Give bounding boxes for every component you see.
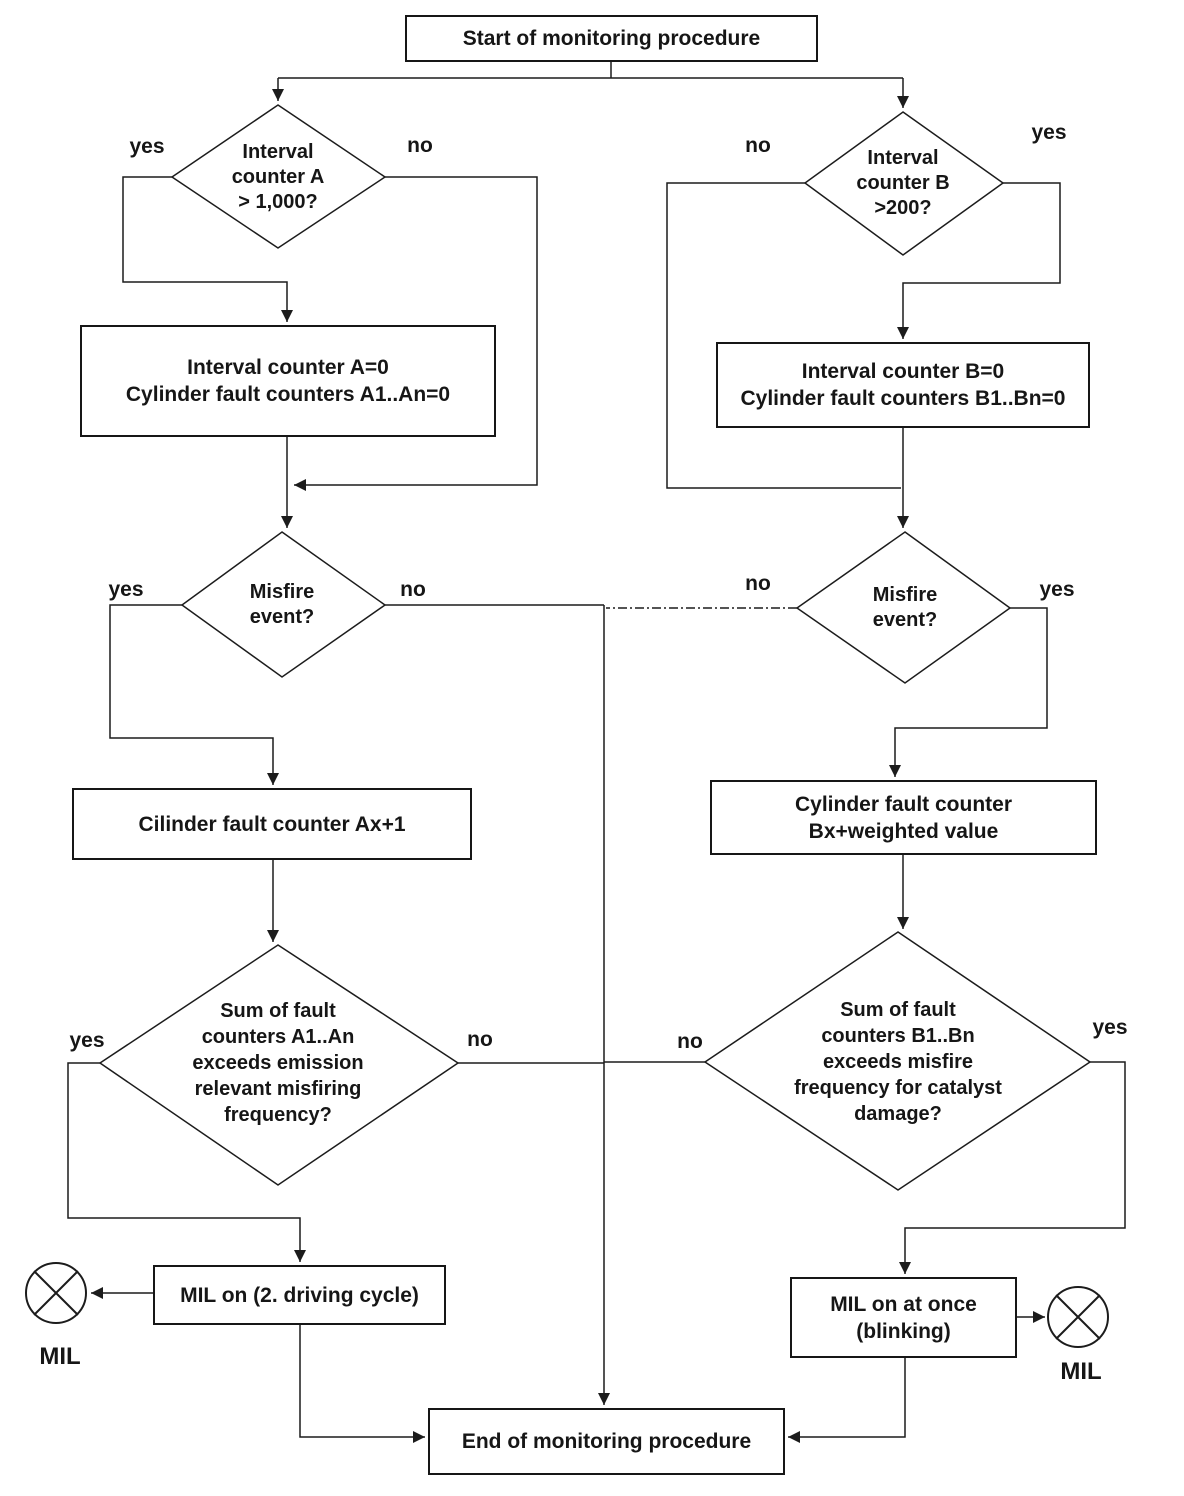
- sum-b-no-label: no: [677, 1030, 703, 1053]
- misfire-event-a-diamond: [180, 531, 387, 678]
- edge-misfire-b-yes: [889, 607, 1048, 777]
- sum-fault-b-text: Sum of fault counters B1..Bn exceeds mis…: [794, 999, 1002, 1125]
- interval-a-yes-label: yes: [129, 135, 165, 158]
- edge-mil-a-end: [299, 1325, 425, 1443]
- edge-mil-b-end: [788, 1358, 906, 1443]
- interval-b-no-label: no: [745, 134, 771, 157]
- sum-a-no-label: no: [467, 1028, 493, 1051]
- interval-counter-b-diamond: [803, 111, 1005, 256]
- sum-b-yes-label: yes: [1092, 1016, 1128, 1039]
- edge-interval-b-no: [666, 182, 901, 489]
- mil-lamp-a-label: MIL: [39, 1343, 81, 1370]
- interval-counter-b-text: Interval counter B >200?: [856, 146, 950, 219]
- interval-b-yes-label: yes: [1031, 121, 1067, 144]
- misfire-event-a-text: Misfire event?: [249, 581, 315, 628]
- interval-counter-a-diamond: [170, 104, 387, 249]
- edge-interval-a-no: [294, 176, 538, 491]
- edge-sum-a-yes: [67, 1062, 306, 1262]
- interval-a-no-label: no: [407, 134, 433, 157]
- sum-fault-a-diamond: [98, 944, 460, 1186]
- edge-misfire-a-yes: [109, 604, 279, 785]
- mil-on-a-node: MIL on (2. driving cycle): [153, 1265, 446, 1325]
- sum-fault-b-diamond: [703, 931, 1092, 1191]
- sum-a-yes-label: yes: [69, 1029, 105, 1052]
- reset-b-node: Interval counter B=0 Cylinder fault coun…: [716, 342, 1090, 428]
- misfire-event-b-diamond: [795, 531, 1012, 684]
- edge-interval-b-yes: [897, 182, 1061, 339]
- mil-lamp-b-label: MIL: [1060, 1358, 1102, 1385]
- misfire-a-yes-label: yes: [108, 578, 144, 601]
- mil-on-b-node: MIL on at once (blinking): [790, 1277, 1017, 1358]
- interval-counter-a-text: Interval counter A > 1,000?: [231, 140, 325, 213]
- start-node: Start of monitoring procedure: [405, 15, 818, 62]
- misfire-b-yes-label: yes: [1039, 578, 1075, 601]
- edge-interval-a-yes: [122, 176, 293, 322]
- misfire-b-no-label: no: [745, 572, 771, 595]
- increment-a-node: Cilinder fault counter Ax+1: [72, 788, 472, 860]
- sum-fault-a-text: Sum of fault counters A1..An exceeds emi…: [192, 1000, 364, 1126]
- reset-a-node: Interval counter A=0 Cylinder fault coun…: [80, 325, 496, 437]
- end-node: End of monitoring procedure: [428, 1408, 785, 1475]
- increment-b-node: Cylinder fault counter Bx+weighted value: [710, 780, 1097, 855]
- misfire-a-no-label: no: [400, 578, 426, 601]
- misfire-event-b-text: Misfire event?: [872, 584, 938, 631]
- mil-lamp-b-icon: [1047, 1286, 1109, 1348]
- edge-sum-b-yes: [899, 1061, 1126, 1274]
- mil-lamp-a-icon: [25, 1262, 87, 1324]
